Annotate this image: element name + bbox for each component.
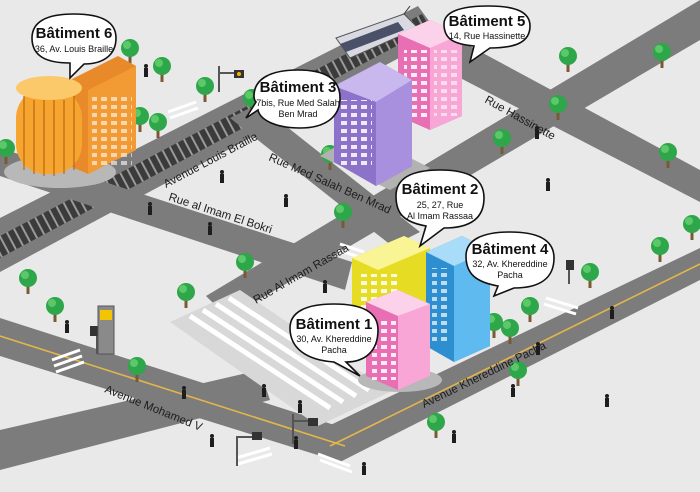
building-3 [320, 62, 430, 190]
tree [177, 283, 195, 308]
tree [0, 139, 15, 164]
tree [549, 95, 567, 120]
callout-building-1[interactable]: Bâtiment 1 30, Av. Khereddine Pacha [289, 303, 379, 377]
b4-address-line2: Pacha [497, 270, 523, 280]
road-khereddine [320, 248, 700, 462]
b2-title: Bâtiment 2 [402, 181, 479, 198]
b2-address-line1: 25, 27, Rue [417, 200, 464, 210]
tree [19, 269, 37, 294]
pedestrian [605, 394, 609, 407]
pedestrian [148, 202, 152, 215]
tree [659, 143, 677, 168]
building-6 [4, 56, 136, 188]
tree [196, 77, 214, 102]
pedestrian [65, 320, 69, 333]
b6-title: Bâtiment 6 [36, 25, 113, 42]
tree [581, 263, 599, 288]
pedestrian [144, 64, 148, 77]
tree [683, 215, 700, 240]
tree [653, 43, 671, 68]
pedestrian [298, 400, 302, 413]
tree [501, 319, 519, 344]
pedestrian [208, 222, 212, 235]
b4-title: Bâtiment 4 [472, 241, 549, 258]
pedestrian [284, 194, 288, 207]
tree [46, 297, 64, 322]
b1-address-line1: 30, Av. Khereddine [296, 334, 371, 344]
traffic-lights [90, 66, 574, 466]
tree [427, 413, 445, 438]
tree [128, 357, 146, 382]
tree [236, 253, 254, 278]
crosswalk [188, 295, 371, 411]
b5-address: 14, Rue Hassinette [449, 31, 526, 41]
b5-title: Bâtiment 5 [449, 13, 526, 30]
b2-address-line2: Al Imam Rassaa [407, 211, 473, 221]
tree [493, 129, 511, 154]
road-rassaa [206, 0, 700, 318]
pedestrians [65, 64, 614, 475]
callout-building-2[interactable]: Bâtiment 2 25, 27, Rue Al Imam Rassaa [395, 169, 485, 249]
tree [521, 297, 539, 322]
pedestrian [294, 436, 298, 449]
pedestrian [362, 462, 366, 475]
b1-address-line2: Pacha [321, 345, 347, 355]
callout-building-3[interactable]: Bâtiment 3 7bis, Rue Med Salah Ben Mrad [245, 69, 341, 129]
pedestrian [220, 170, 224, 183]
pedestrian [323, 280, 327, 293]
b3-address-line1: 7bis, Rue Med Salah [256, 98, 340, 108]
b6-address: 36, Av. Louis Braille [35, 44, 113, 54]
tram [335, 5, 419, 59]
tree [149, 113, 167, 138]
pedestrian [546, 178, 550, 191]
pedestrian [452, 430, 456, 443]
tree [651, 237, 669, 262]
b1-title: Bâtiment 1 [296, 316, 373, 333]
road-bottom-left [0, 370, 270, 470]
building-1 [358, 290, 442, 392]
pedestrian [210, 434, 214, 447]
pedestrian [536, 342, 540, 355]
tree [509, 361, 527, 386]
b3-address-line2: Ben Mrad [278, 109, 317, 119]
tree [334, 203, 352, 228]
b4-address-line1: 32, Av. Khereddine [472, 259, 547, 269]
callout-building-5[interactable]: Bâtiment 5 14, Rue Hassinette [443, 5, 531, 64]
pedestrian [182, 386, 186, 399]
pedestrian [511, 384, 515, 397]
pedestrian [610, 306, 614, 319]
callout-building-4[interactable]: Bâtiment 4 32, Av. Khereddine Pacha [465, 231, 555, 298]
tree [559, 47, 577, 72]
b3-title: Bâtiment 3 [260, 79, 337, 96]
callout-building-6[interactable]: Bâtiment 6 36, Av. Louis Braille [31, 13, 117, 80]
pedestrian [535, 126, 539, 139]
tree [153, 57, 171, 82]
pedestrian [262, 384, 266, 397]
tree [121, 39, 139, 64]
